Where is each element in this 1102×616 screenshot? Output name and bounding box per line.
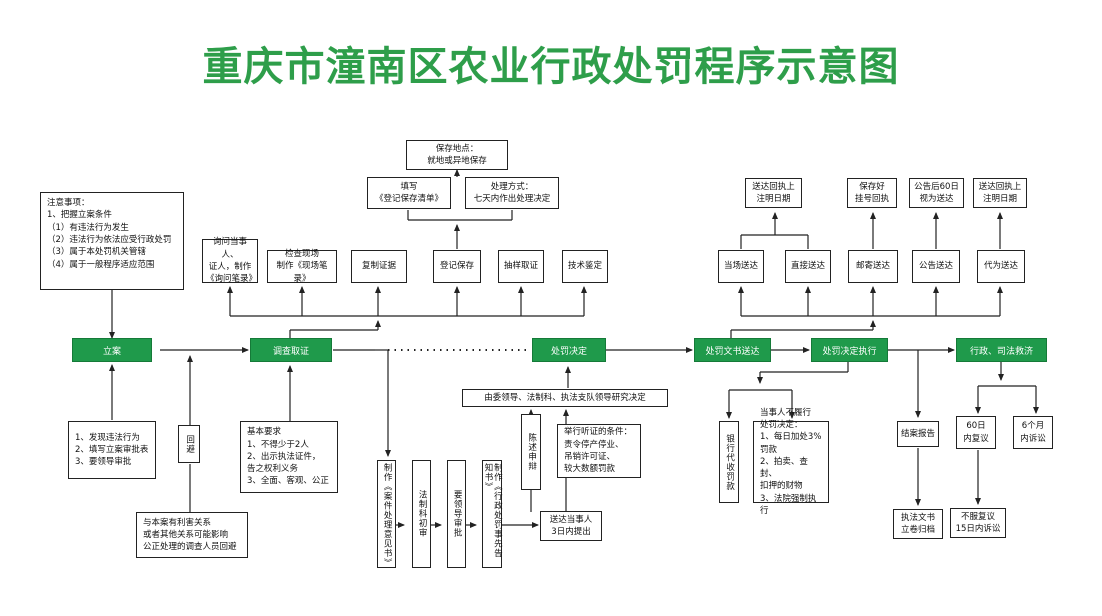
node-bufu-fuyi[interactable]: 不服复议 15日内诉讼 <box>950 508 1006 538</box>
node-xunwen[interactable]: 询问当事人、 证人，制作 《询问笔录》 <box>202 237 258 284</box>
node-guahao-huizhi: 保存好 挂号回执 <box>847 178 897 208</box>
node-gonggao-60: 公告后60日 视为送达 <box>909 178 964 208</box>
node-baocun-didian: 保存地点： 就地或异地保存 <box>406 140 508 170</box>
node-youji-songda[interactable]: 邮寄送达 <box>848 250 898 283</box>
notes-jiben-yaoqiu: 基本要求 1、不得少于2人 2、出示执法证件， 告之权利义务 3、全面、客观、公… <box>240 421 338 493</box>
node-yanjiu-jueding[interactable]: 由委领导、法制科、执法支队领导研究决定 <box>462 389 668 407</box>
node-chufa-jueding[interactable]: 处罚决定 <box>532 338 606 362</box>
notes-huibi: 与本案有利害关系 或者其他关系可能影响 公正处理的调查人员回避 <box>136 512 248 558</box>
node-dengji[interactable]: 登记保存 <box>433 250 481 283</box>
node-bu-luxing[interactable]: 当事人不履行 处罚决定： 1、每日加处3%罚款 2、拍卖、查封、 扣押的财物 3… <box>753 408 829 516</box>
node-songda-dangshiren[interactable]: 送达当事人 3日内提出 <box>540 511 602 541</box>
node-gonggao-songda[interactable]: 公告送达 <box>912 250 960 283</box>
node-susong-6[interactable]: 6个月 内诉讼 <box>1013 416 1053 449</box>
node-fazhike[interactable]: 法制科初审 <box>412 460 431 568</box>
node-chuli-fangshi: 处理方式： 七天内作出处理决定 <box>465 177 559 209</box>
node-jiancha[interactable]: 检查现场 制作《现场笔录》 <box>267 249 337 284</box>
page-title: 重庆市潼南区农业行政处罚程序示意图 <box>202 44 900 90</box>
node-yinhang-daishou[interactable]: 银行代收罚款 <box>719 421 739 503</box>
node-huibi: 回避 <box>178 425 200 463</box>
node-lian[interactable]: 立案 <box>72 338 152 362</box>
notes-lian-steps: 1、发现违法行为 2、填写立案审批表 3、要领导审批 <box>68 421 156 479</box>
node-jiuji[interactable]: 行政、司法救济 <box>956 338 1047 362</box>
node-tianxie-qingdan[interactable]: 填写 《登记保存清单》 <box>367 177 451 209</box>
node-jueding-zhixing[interactable]: 处罚决定执行 <box>811 338 888 362</box>
node-wenshu-songda[interactable]: 处罚文书送达 <box>694 338 771 362</box>
node-yaolingdao[interactable]: 要领导审批 <box>447 460 466 568</box>
node-yijian-shu[interactable]: 制作《案件处理意见书》 <box>377 460 396 568</box>
node-huizhi-1: 送达回执上 注明日期 <box>745 178 802 208</box>
node-dangchang-songda[interactable]: 当场送达 <box>718 250 764 283</box>
node-huizhi-2: 送达回执上 注明日期 <box>973 178 1027 208</box>
node-chouyang[interactable]: 抽样取证 <box>498 250 544 283</box>
node-zhijie-songda[interactable]: 直接送达 <box>785 250 831 283</box>
node-daiwei-songda[interactable]: 代为送达 <box>977 250 1025 283</box>
node-gaozhi-shu[interactable]: 制作《行政处罚事先告知书》 <box>482 460 502 568</box>
node-fuzhi[interactable]: 复制证据 <box>351 250 407 283</box>
node-fuyi-60[interactable]: 60日 内复议 <box>956 416 996 449</box>
node-tingzheng[interactable]: 举行听证的条件： 责令停产停业、 吊销许可证、 较大数额罚款 <box>557 424 641 478</box>
node-lijuan-guidang[interactable]: 执法文书 立卷归档 <box>893 509 943 539</box>
node-chenshu-shenbian[interactable]: 陈述申辩 <box>521 414 541 490</box>
node-diaocha[interactable]: 调查取证 <box>250 338 332 362</box>
notes-zhuyi: 注意事项： 1、把握立案条件 （1）有违法行为发生 （2）违法行为依法应受行政处… <box>40 192 184 290</box>
node-jishu[interactable]: 技术鉴定 <box>562 250 608 283</box>
node-jiean-baogao[interactable]: 结案报告 <box>897 421 939 447</box>
